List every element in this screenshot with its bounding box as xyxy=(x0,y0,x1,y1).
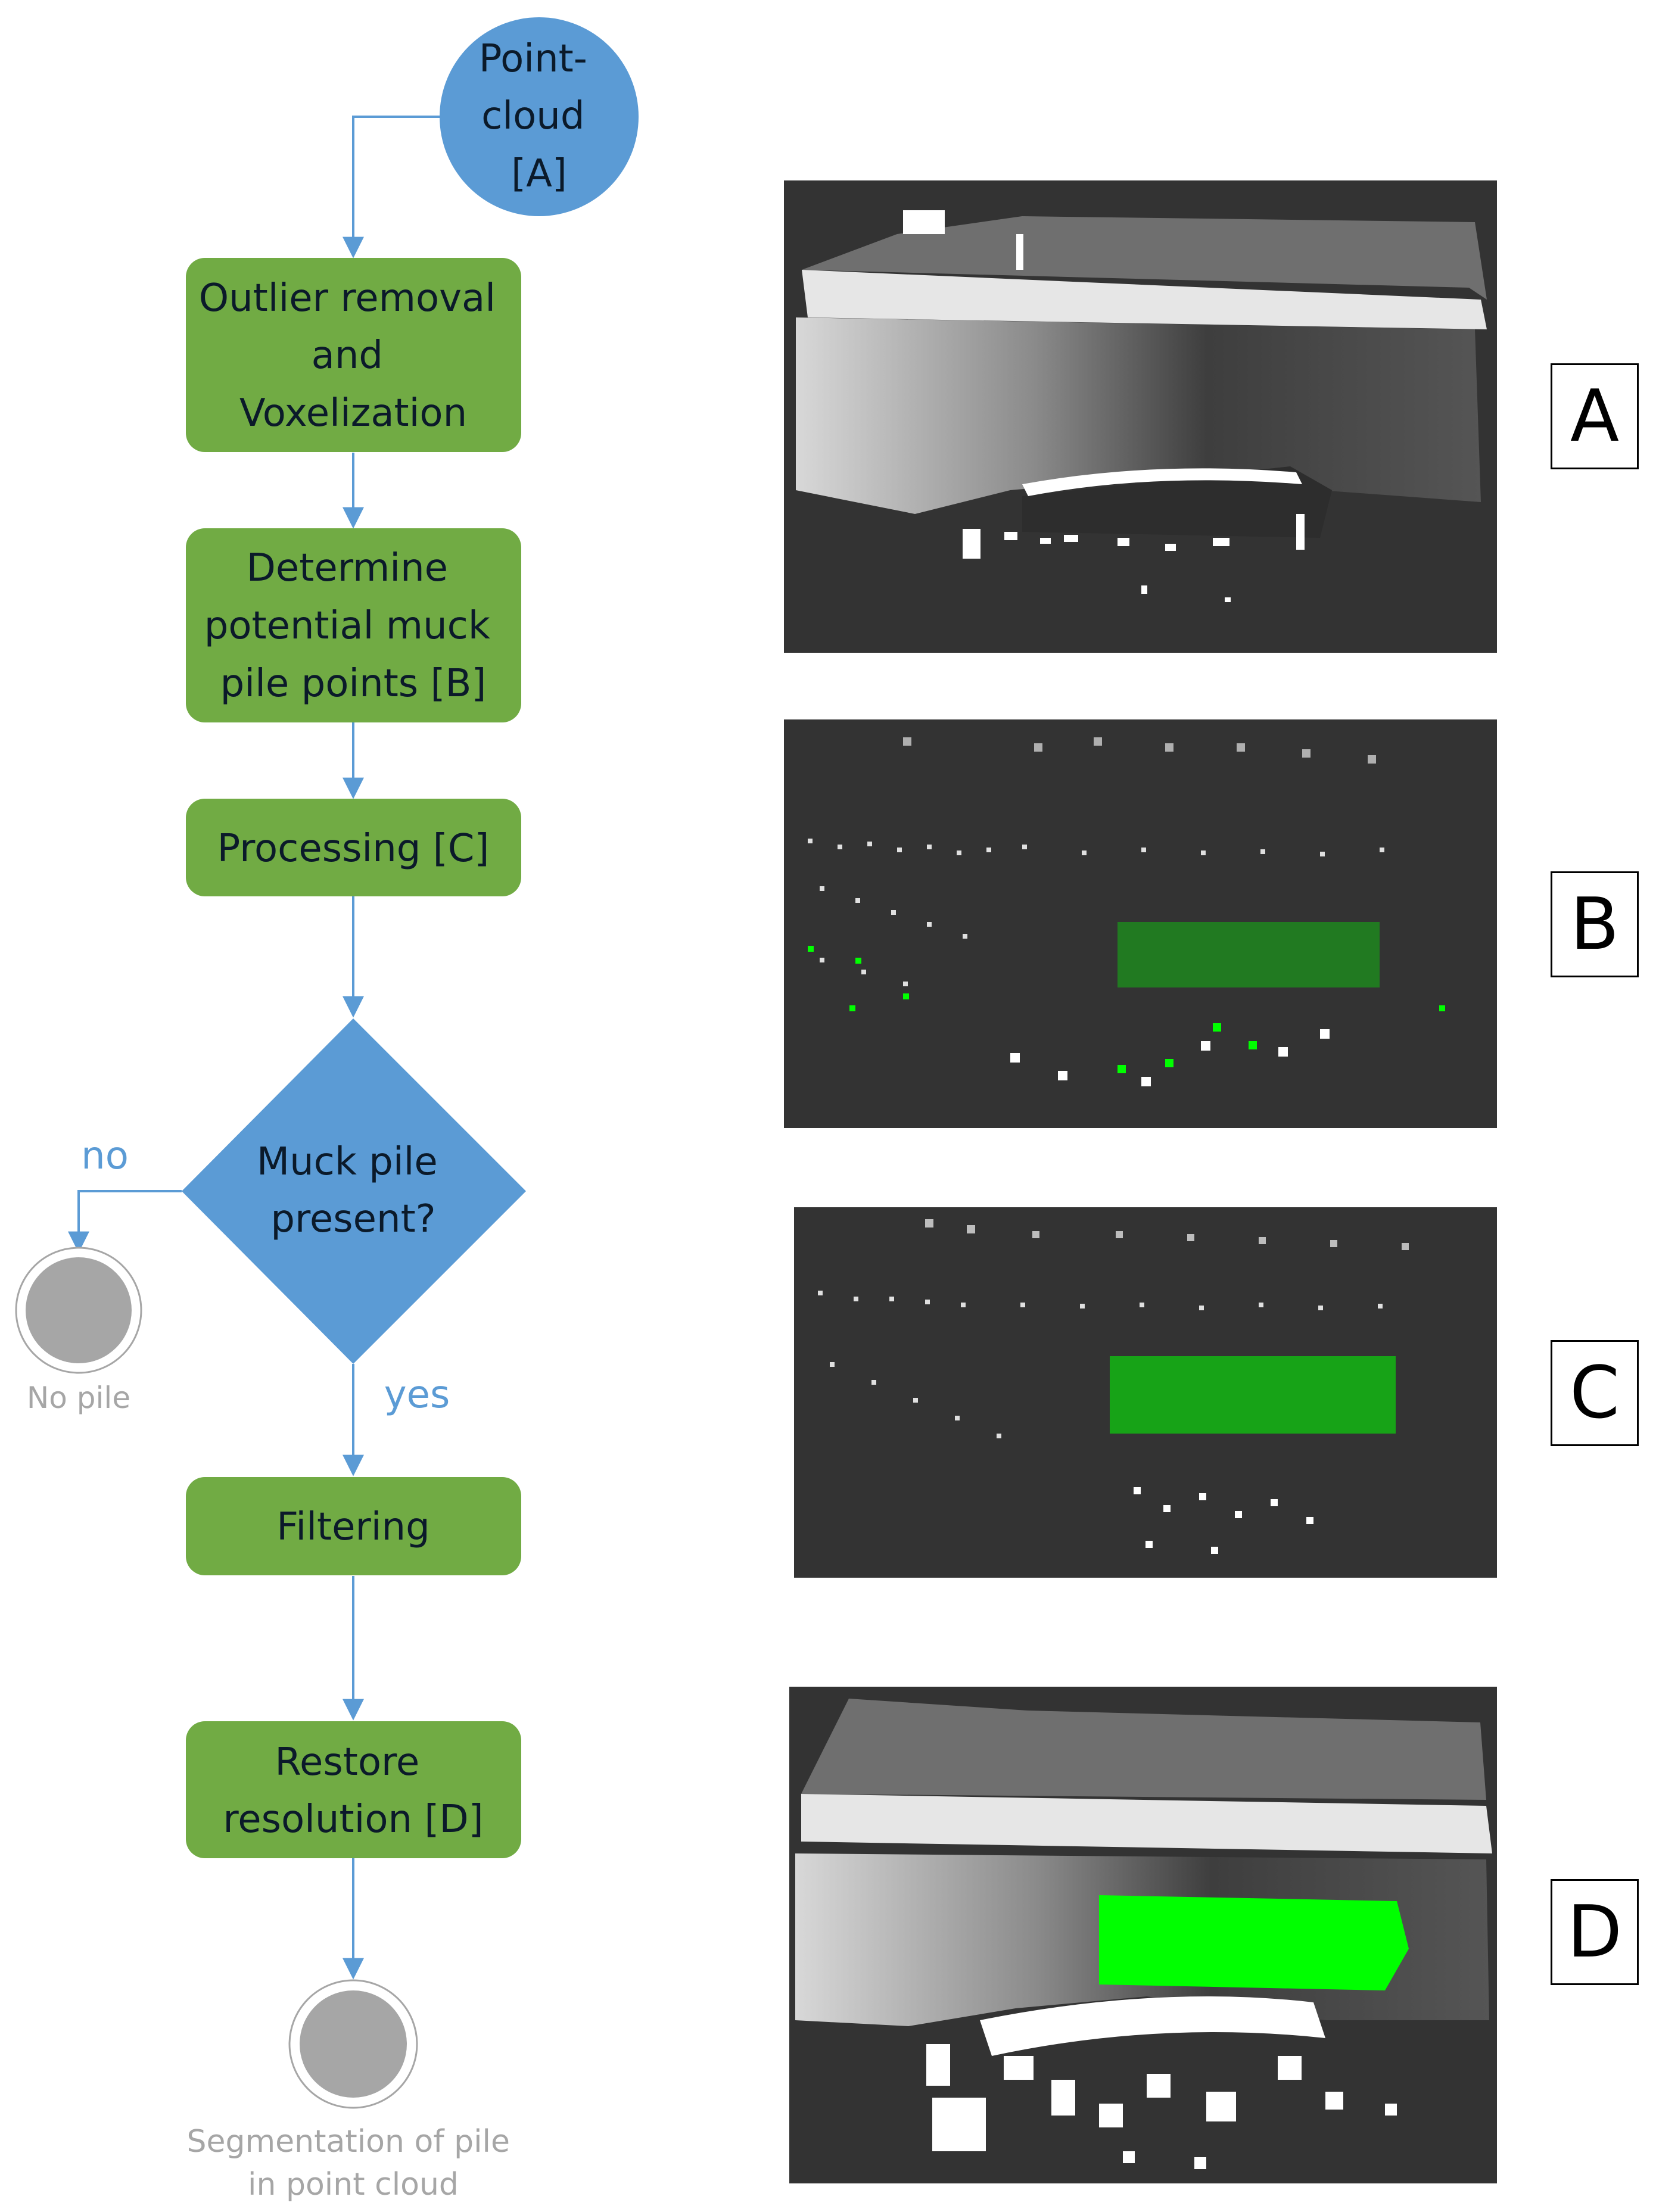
svg-text:Filtering: Filtering xyxy=(276,1505,429,1549)
decision-line-1: Muck pile xyxy=(257,1140,438,1184)
step4-line-1: Filtering xyxy=(276,1505,429,1549)
panel-a-point-cloud xyxy=(784,180,1497,653)
start-line-2: cloud xyxy=(481,94,584,138)
decision-line-2: present? xyxy=(270,1197,435,1241)
arrow-start-to-step1 xyxy=(343,116,442,258)
end-segmentation: Segmentation of pile in point cloud xyxy=(186,1979,519,2202)
flowchart: Point- cloud [A] Outlier removal and Vox… xyxy=(15,17,639,2202)
panel-b-tag: B xyxy=(1551,871,1639,977)
step2-line-2: potential muck xyxy=(204,604,490,648)
end-no-label: No pile xyxy=(27,1381,130,1415)
panel-a-tag: A xyxy=(1551,363,1639,469)
step1-line-2: and xyxy=(312,334,383,378)
panel-c-processed xyxy=(794,1207,1497,1578)
step5-line-2: resolution [D] xyxy=(223,1797,483,1842)
step2-line-1: Determine xyxy=(247,546,448,590)
svg-text:Restore resolution [D]: Restore resolution [D] xyxy=(223,1740,483,1842)
decision-muck-pile: Muck pile present? xyxy=(182,1018,526,1364)
start-line-3: [A] xyxy=(511,152,567,196)
svg-text:Muck pile present?: Muck pile present? xyxy=(257,1140,450,1241)
end-yes-line-1: Segmentation of pile xyxy=(186,2124,510,2160)
step-restore-resolution: Restore resolution [D] xyxy=(186,1721,521,1858)
svg-text:Point- cloud [A]: Point- cloud [A] xyxy=(479,37,599,196)
step3-line-1: Processing [C] xyxy=(217,827,490,871)
panel-b-voxel-candidates xyxy=(784,719,1497,1128)
panel-d-segmentation xyxy=(789,1687,1497,2183)
arrow-decision-no xyxy=(68,1190,182,1253)
start-line-1: Point- xyxy=(479,37,587,81)
svg-text:Determine potential muck: Determine potential muck pile points [B] xyxy=(204,546,503,706)
svg-text:Outlier removal and: Outlier removal and Voxelization xyxy=(199,276,508,435)
branch-no-label: no xyxy=(81,1134,129,1178)
step-outlier-removal: Outlier removal and Voxelization xyxy=(186,258,521,452)
step-filtering: Filtering xyxy=(186,1477,521,1575)
end-no-pile: No pile xyxy=(15,1247,142,1415)
branch-yes-label: yes xyxy=(384,1373,450,1417)
start-node: Point- cloud [A] xyxy=(440,17,639,216)
svg-text:Processing [C]: Processing [C] xyxy=(217,827,490,871)
step2-line-3: pile points [B] xyxy=(220,662,487,706)
svg-text:Segmentation of pile in: Segmentation of pile in point cloud xyxy=(186,2124,519,2202)
panel-d-tag: D xyxy=(1551,1879,1639,1985)
step1-line-3: Voxelization xyxy=(239,391,467,435)
end-yes-line-2: in point cloud xyxy=(248,2167,459,2202)
step-processing: Processing [C] xyxy=(186,799,521,896)
step-determine-points: Determine potential muck pile points [B] xyxy=(186,528,521,722)
panel-c-tag: C xyxy=(1551,1340,1639,1446)
step1-line-1: Outlier removal xyxy=(199,276,496,320)
step5-line-1: Restore xyxy=(275,1740,419,1784)
